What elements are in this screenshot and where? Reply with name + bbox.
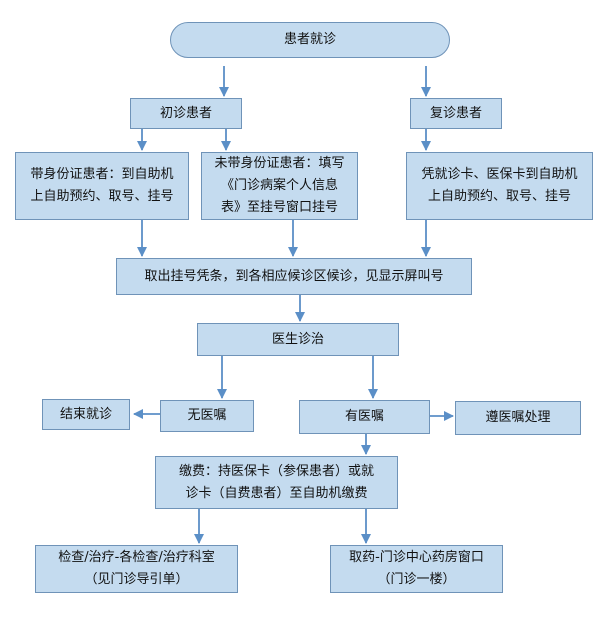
with-id-label: 带身份证患者：到自助机 上自助预约、取号、挂号 [30,167,174,204]
return-kiosk-node: 凭就诊卡、医保卡到自助机 上自助预约、取号、挂号 [406,152,593,220]
end-visit-node: 结束就诊 [42,399,130,430]
first-visit-node: 初诊患者 [130,98,242,129]
no-order-label: 无医嘱 [187,408,227,423]
follow-order-label: 遵医嘱处理 [485,410,551,425]
pharmacy-label: 取药-门诊中心药房窗口 （门诊一楼） [349,550,484,587]
diagnosis-label: 医生诊治 [271,331,324,347]
start-node: 患者就诊 [170,22,450,58]
without-id-node: 未带身份证患者：填写 《门诊病案个人信息 表》至挂号窗口挂号 [201,152,358,220]
has-order-node: 有医嘱 [299,400,430,434]
end-visit-label: 结束就诊 [59,406,112,422]
payment-node: 缴费：持医保卡（参保患者）或就 诊卡（自费患者）至自助机缴费 [155,456,398,509]
pharmacy-node: 取药-门诊中心药房窗口 （门诊一楼） [330,545,503,593]
return-visit-node: 复诊患者 [410,98,502,129]
no-order-node: 无医嘱 [160,400,254,432]
payment-label: 缴费：持医保卡（参保患者）或就 诊卡（自费患者）至自助机缴费 [178,463,374,501]
with-id-node: 带身份证患者：到自助机 上自助预约、取号、挂号 [15,152,189,220]
take-voucher-node: 取出挂号凭条，到各相应候诊区候诊，见显示屏叫号 [116,258,472,295]
diagnosis-node: 医生诊治 [197,323,399,356]
without-id-label: 未带身份证患者：填写 《门诊病案个人信息 表》至挂号窗口挂号 [214,156,345,215]
take-voucher-label: 取出挂号凭条，到各相应候诊区候诊，见显示屏叫号 [144,268,444,284]
start-label: 患者就诊 [283,32,336,47]
has-order-label: 有医嘱 [344,409,384,424]
exam-node: 检查/治疗-各检查/治疗科室 （见门诊导引单） [35,545,238,593]
exam-label: 检查/治疗-各检查/治疗科室 （见门诊导引单） [58,550,215,587]
follow-order-node: 遵医嘱处理 [455,401,581,435]
return-kiosk-label: 凭就诊卡、医保卡到自助机 上自助预约、取号、挂号 [421,167,578,204]
first-visit-label: 初诊患者 [159,105,212,121]
return-visit-label: 复诊患者 [429,105,482,121]
